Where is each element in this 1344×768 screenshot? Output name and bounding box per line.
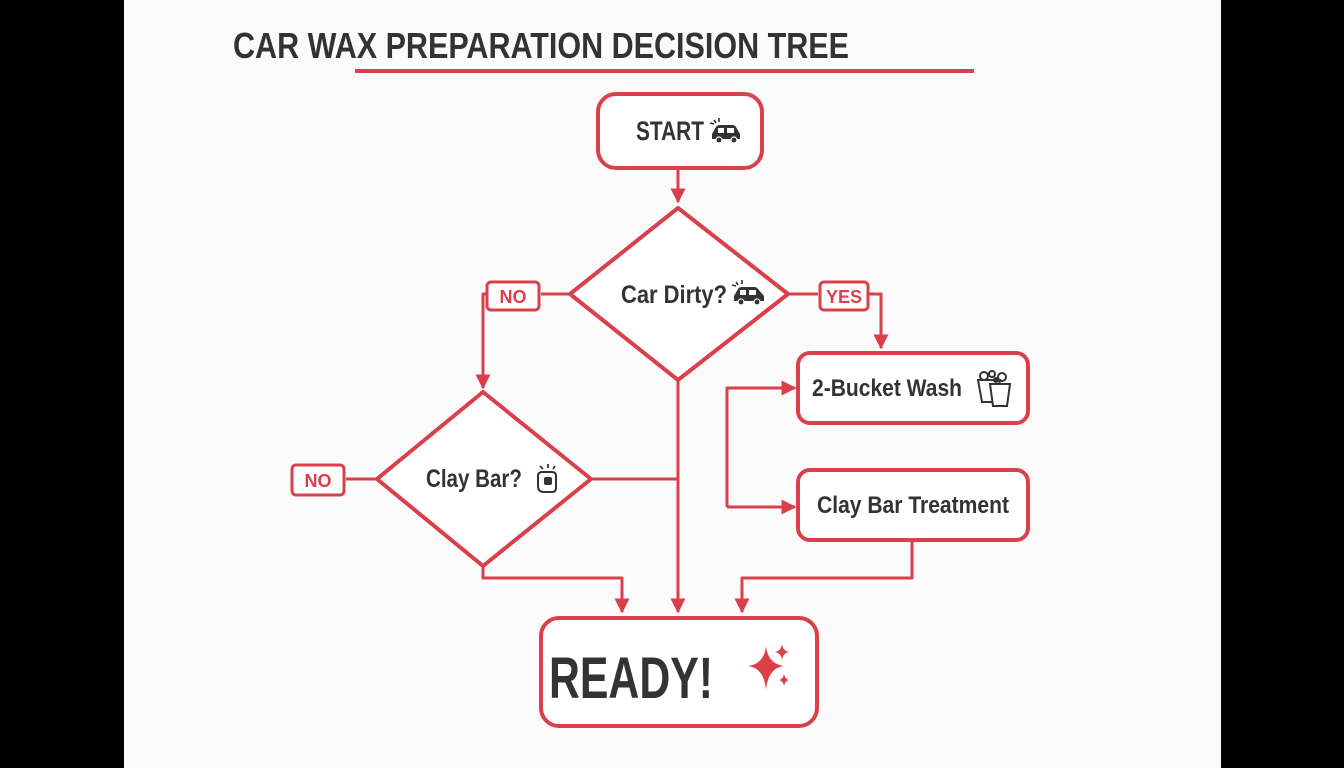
start-node: START — [596, 92, 764, 170]
start-label: START — [636, 116, 704, 146]
connector-car-dirty-no-down — [475, 292, 491, 390]
connectors — [346, 168, 914, 614]
car-wash-icon — [731, 280, 764, 306]
clay-bar-treatment-node: Clay Bar Treatment — [796, 468, 1030, 542]
connector-car-dirty-yes-down — [869, 292, 889, 350]
connector-to-two-bucket-wash — [725, 380, 797, 507]
car-dirty-no-badge: NO — [485, 280, 541, 312]
car-dirty-decision: Car Dirty? — [568, 206, 790, 382]
car-dirty-yes-label: YES — [826, 287, 862, 307]
ready-node: READY! — [539, 616, 819, 728]
diagram-title: CAR WAX PREPARATION DECISION TREE — [233, 25, 849, 66]
connector-clay-bar-to-ready — [481, 566, 630, 614]
car-dirty-no-label: NO — [500, 287, 527, 307]
clay-bar-no-badge: NO — [290, 463, 346, 497]
two-bucket-wash-node: 2-Bucket Wash — [796, 351, 1030, 425]
car-wash-icon — [709, 118, 740, 144]
ready-label: READY! — [549, 646, 713, 711]
flowchart-diagram: CAR WAX PREPARATION DECISION TREE START — [233, 25, 1030, 728]
connector-clay-treatment-to-ready — [734, 540, 914, 614]
two-bucket-wash-label: 2-Bucket Wash — [812, 375, 962, 402]
clay-bar-question-label: Clay Bar? — [426, 465, 522, 493]
hand-clay-icon — [537, 464, 557, 493]
clay-bar-treatment-label: Clay Bar Treatment — [817, 492, 1009, 519]
car-dirty-yes-badge: YES — [818, 280, 870, 312]
clay-bar-no-label: NO — [305, 471, 332, 491]
buckets-icon — [976, 370, 1012, 407]
clay-bar-decision: Clay Bar? — [375, 390, 593, 568]
sparkles-icon — [748, 644, 789, 690]
car-dirty-label: Car Dirty? — [621, 281, 727, 309]
flowchart-canvas: CAR WAX PREPARATION DECISION TREE START — [124, 0, 1221, 768]
